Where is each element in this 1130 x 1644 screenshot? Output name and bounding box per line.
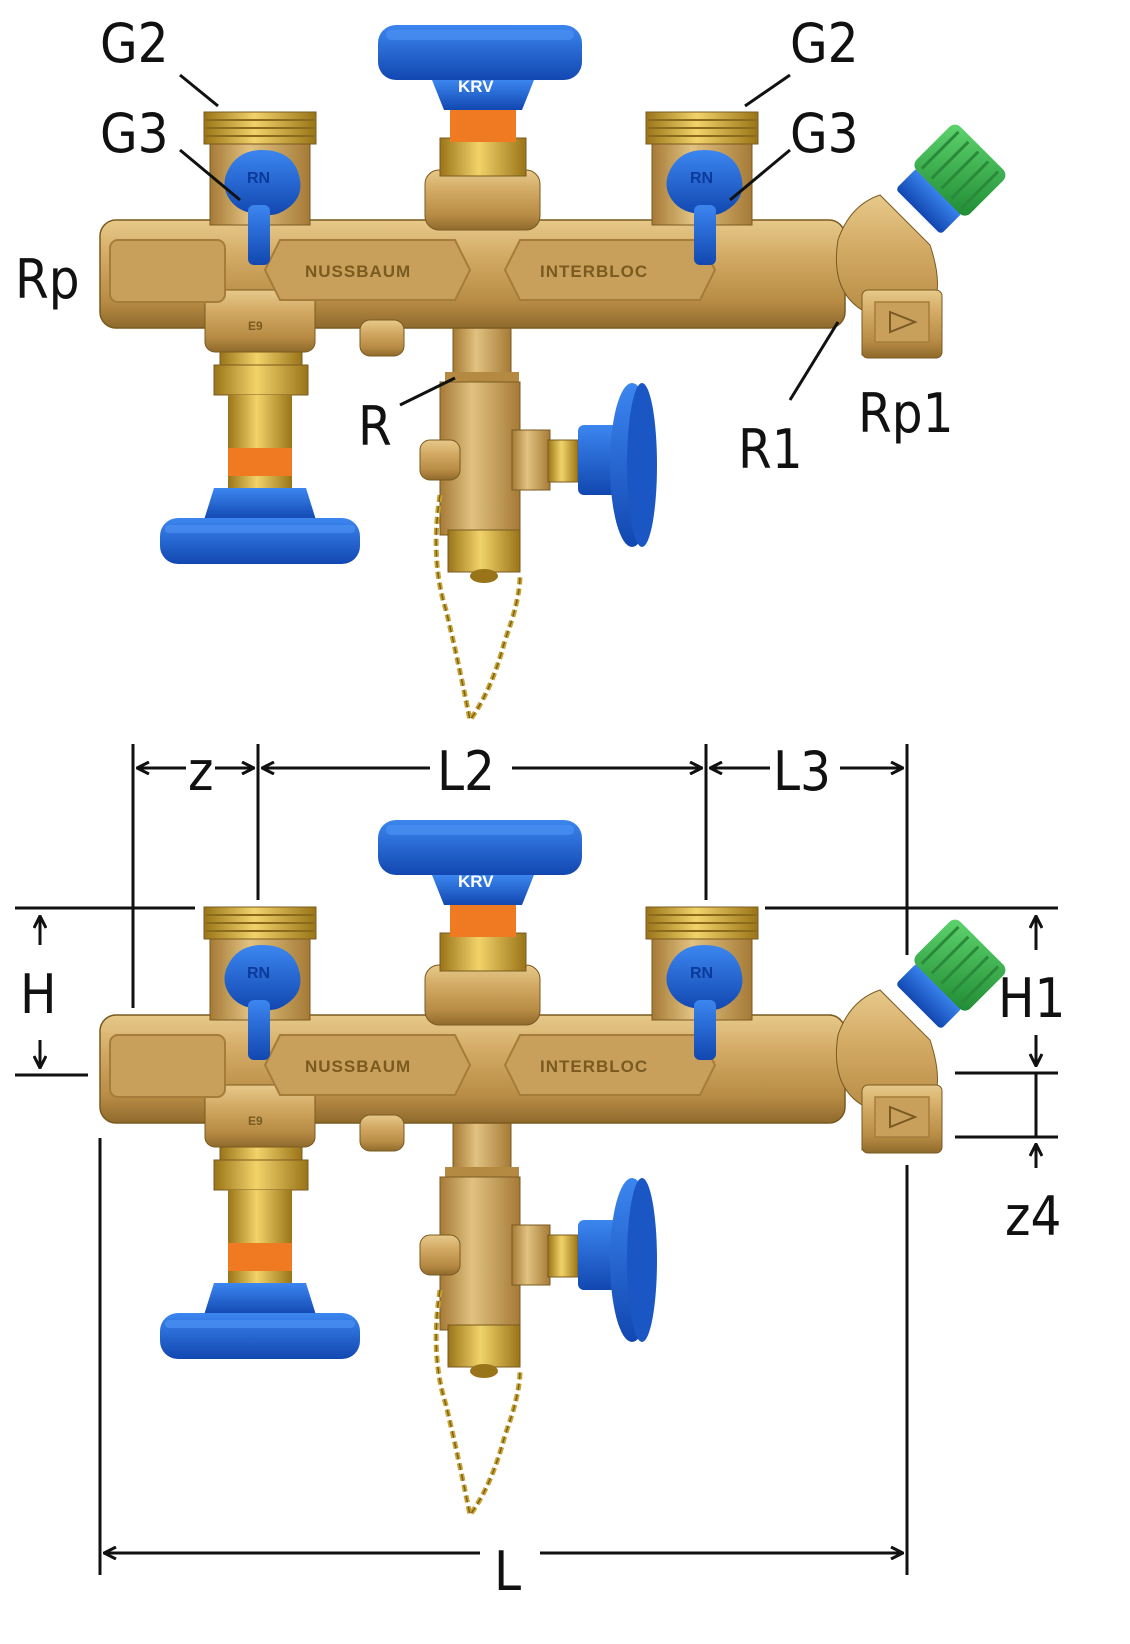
label-g3-left: G3 [100, 102, 169, 165]
dim-l3: L3 [773, 740, 831, 803]
label-r1: R1 [738, 418, 803, 481]
dim-z4: z4 [1005, 1185, 1061, 1248]
dim-h: H [20, 963, 57, 1026]
label-g2-left: G2 [100, 12, 169, 75]
label-r: R [358, 395, 392, 458]
brand-embossing-bottom: NUSSBAUM [305, 1057, 411, 1076]
rn-marking-right-bottom: RN [690, 965, 713, 982]
dimension-lines [15, 744, 1058, 1575]
brand-embossing-top: NUSSBAUM [305, 262, 411, 281]
krv-marking-top: KRV [458, 77, 494, 96]
dim-z: z [188, 740, 214, 803]
dim-h1: H1 [998, 967, 1065, 1030]
dim-l: L [494, 1540, 521, 1603]
rn-marking-right-top: RN [690, 170, 713, 187]
valve-assembly-top [100, 25, 1009, 720]
valve-assembly-bottom [100, 820, 1009, 1515]
rn-marking-left-bottom: RN [247, 965, 270, 982]
dim-l2: L2 [437, 740, 495, 803]
product-embossing-top: INTERBLOC [540, 262, 648, 281]
krv-marking-bottom: KRV [458, 872, 494, 891]
label-g3-right: G3 [790, 102, 859, 165]
label-rp: Rp [15, 248, 80, 311]
leader-lines-top [179, 73, 840, 407]
label-g2-right: G2 [790, 12, 859, 75]
rn-marking-left-top: RN [247, 170, 270, 187]
product-embossing-bottom: INTERBLOC [540, 1057, 648, 1076]
label-rp1: Rp1 [858, 382, 954, 445]
